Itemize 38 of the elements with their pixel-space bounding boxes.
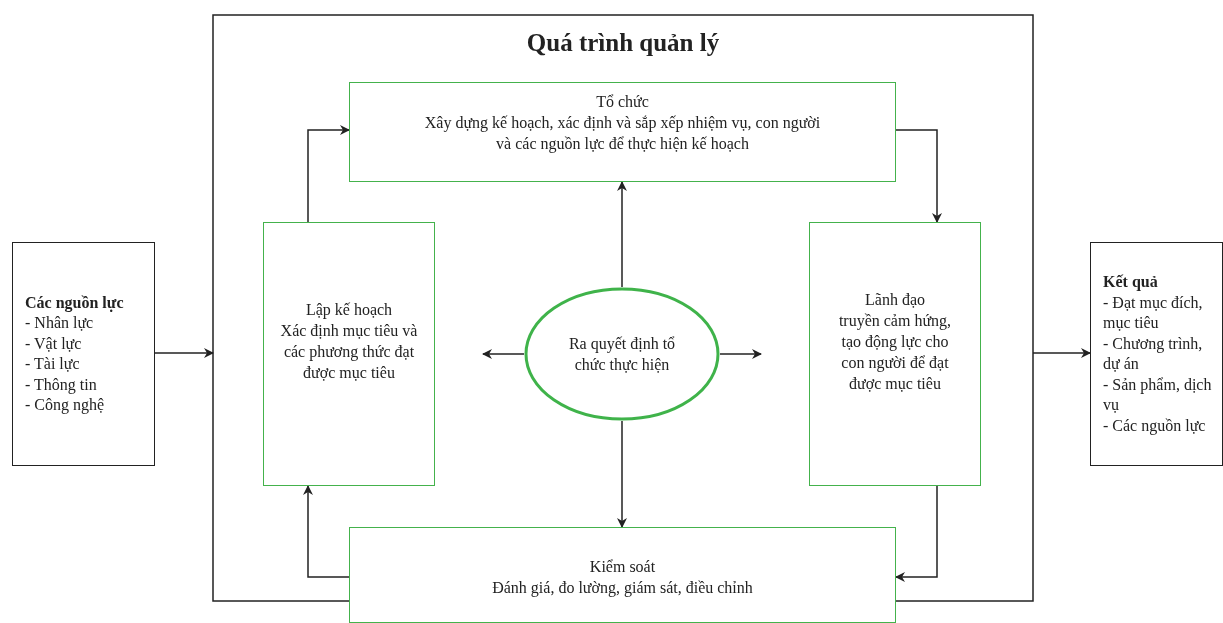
- box-heading: Tổ chức: [595, 92, 650, 112]
- frame-heading: Quá trình quản lý: [525, 29, 721, 57]
- process-box: [809, 222, 981, 486]
- box-heading: Kết quả: [1103, 272, 1159, 293]
- list-item: - Công nghệ: [25, 395, 106, 416]
- box-description: Xác định mục tiêu và các phương thức đạt được mục tiêu: [279, 321, 419, 383]
- input-box: [12, 242, 155, 466]
- list-item: - Các nguồn lực: [1103, 415, 1207, 436]
- box-description: Đánh giá, đo lường, giám sát, điều chỉnh: [492, 578, 753, 598]
- list-item: - Đạt mục đích, mục tiêu: [1103, 292, 1204, 333]
- process-box: [349, 82, 896, 182]
- arrow: [303, 485, 350, 578]
- node-label: Ra quyết định tổ chức thực hiện: [567, 334, 677, 375]
- arrow: [719, 349, 762, 359]
- arrow: [895, 129, 942, 223]
- arrow: [617, 181, 627, 288]
- arrow: [1032, 348, 1091, 358]
- box-heading: Các nguồn lực: [25, 292, 125, 313]
- arrow: [482, 349, 525, 359]
- list-item: - Vật lực: [25, 333, 83, 354]
- decision-ellipse: [524, 287, 720, 421]
- arrow: [895, 485, 938, 582]
- box-heading: Lập kế hoạch: [304, 300, 394, 320]
- arrow: [617, 420, 627, 528]
- list-item: - Nhân lực: [25, 313, 95, 333]
- process-box: [349, 527, 896, 623]
- box-heading: Kiểm soát: [589, 557, 656, 577]
- box-description: truyền cảm hứng, tạo động lực cho con người để đạt được mục tiêu: [837, 311, 953, 394]
- list-item: - Sản phẩm, dịch vụ: [1103, 374, 1213, 415]
- box-description: Xây dựng kế hoạch, xác định và sắp xếp nhiệm vụ, con người và các nguồn lực để thực hiện kế hoạch: [423, 113, 822, 154]
- list-item: - Tài lực: [25, 354, 81, 374]
- list-item: - Chương trình, dự án: [1103, 333, 1204, 374]
- arrow: [154, 348, 214, 358]
- output-box: [1090, 242, 1223, 466]
- process-box: [263, 222, 435, 486]
- box-heading: Lãnh đạo: [864, 290, 926, 310]
- list-item: - Thông tin: [25, 374, 98, 395]
- arrow: [307, 125, 350, 223]
